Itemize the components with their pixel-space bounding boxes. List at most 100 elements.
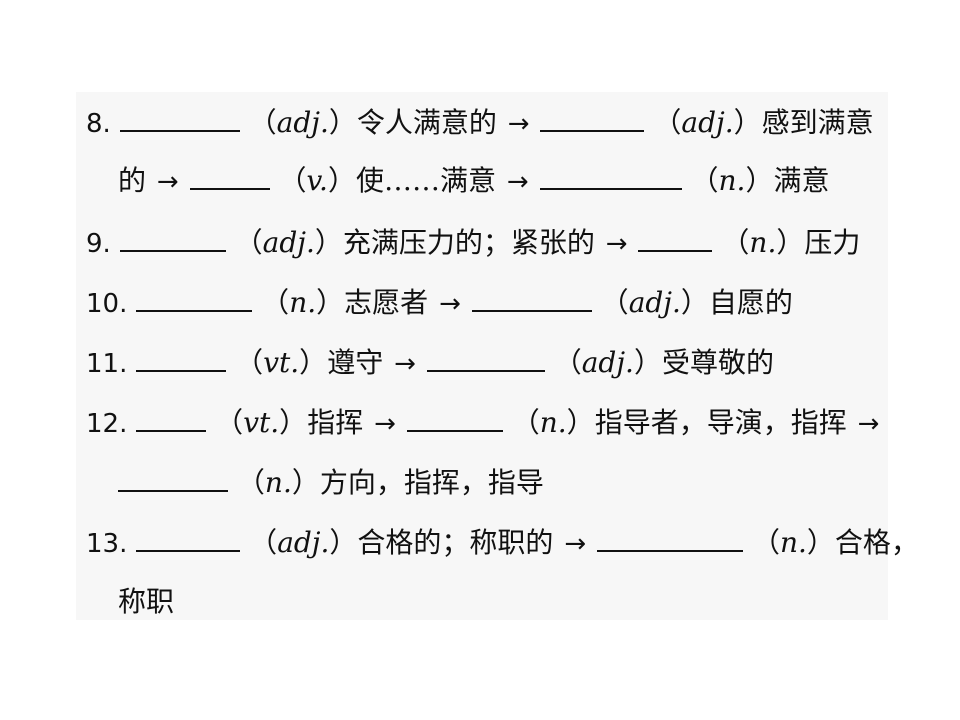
close-paren: ）: [680, 286, 709, 319]
part-of-speech: n.: [779, 526, 807, 559]
close-paren: ）: [566, 406, 595, 439]
meaning: 志愿者: [344, 286, 429, 319]
open-paren: （: [278, 164, 307, 197]
arrow-icon: →: [394, 349, 416, 379]
meaning: 受尊敬的: [661, 346, 774, 379]
answer-blank[interactable]: [406, 402, 503, 432]
item-9: 9. （adj.）充满压力的；紧张的 → （n.）压力: [86, 222, 860, 262]
open-paren: （: [234, 226, 263, 259]
meaning: 压力: [804, 226, 861, 259]
item-13-line-2: 称职: [118, 582, 174, 622]
answer-blank[interactable]: [638, 222, 713, 252]
item-12-line-2: （n.）方向，指挥，指导: [118, 462, 544, 502]
item-number: 11.: [86, 349, 128, 379]
answer-blank[interactable]: [119, 222, 226, 252]
part-of-speech: vt.: [263, 346, 300, 379]
open-paren: （: [511, 406, 540, 439]
part-of-speech: adj.: [581, 346, 634, 379]
close-paren: ）: [806, 526, 835, 559]
answer-blank[interactable]: [539, 160, 682, 190]
item-number: 8.: [86, 109, 111, 139]
meaning-fragment: 称职: [118, 585, 175, 618]
open-paren: （: [721, 226, 750, 259]
answer-blank[interactable]: [189, 160, 270, 190]
part-of-speech: n.: [264, 466, 292, 499]
item-8-line-1: 8. （adj.）令人满意的 → （adj.）感到满意: [86, 102, 874, 142]
answer-blank[interactable]: [136, 282, 253, 312]
answer-blank[interactable]: [136, 402, 207, 432]
meaning: 充满压力的；紧张的: [342, 226, 595, 259]
meaning: 指导者，导演，指挥: [594, 406, 847, 439]
item-11: 11. （vt.）遵守 → （adj.）受尊敬的: [86, 342, 774, 382]
meaning: 自愿的: [708, 286, 793, 319]
answer-blank[interactable]: [426, 342, 545, 372]
open-paren: （: [236, 466, 265, 499]
arrow-icon: →: [857, 409, 880, 439]
arrow-icon: →: [156, 167, 179, 197]
close-paren: ）: [776, 226, 805, 259]
part-of-speech: vt.: [243, 406, 280, 439]
close-paren: ）: [733, 106, 762, 139]
open-paren: （: [751, 526, 780, 559]
meaning: 感到满意: [761, 106, 874, 139]
meaning: 满意: [773, 164, 830, 197]
close-paren: ）: [633, 346, 662, 379]
answer-blank[interactable]: [136, 342, 227, 372]
open-paren: （: [215, 406, 244, 439]
open-paren: （: [248, 106, 277, 139]
close-paren: ）: [316, 286, 345, 319]
answer-blank[interactable]: [540, 102, 645, 132]
exercise-panel: [76, 92, 888, 620]
item-number: 12.: [86, 409, 128, 439]
arrow-icon: →: [605, 229, 628, 259]
part-of-speech: adj.: [277, 526, 330, 559]
item-number: 13.: [86, 529, 128, 559]
part-of-speech: n.: [749, 226, 777, 259]
close-paren: ）: [327, 164, 356, 197]
meaning: 令人满意的: [356, 106, 497, 139]
item-10: 10. （n.）志愿者 → （adj.）自愿的: [86, 282, 793, 322]
meaning: 遵守: [327, 346, 384, 379]
item-13-line-1: 13. （adj.）合格的；称职的 → （n.）合格，: [86, 522, 919, 562]
open-paren: （: [249, 526, 278, 559]
part-of-speech: v.: [306, 164, 328, 197]
answer-blank[interactable]: [597, 522, 744, 552]
arrow-icon: →: [507, 109, 530, 139]
close-paren: ）: [745, 164, 774, 197]
close-paren: ）: [328, 106, 357, 139]
meaning: 合格，: [834, 526, 919, 559]
open-paren: （: [690, 164, 719, 197]
open-paren: （: [261, 286, 290, 319]
open-paren: （: [600, 286, 629, 319]
part-of-speech: n.: [289, 286, 317, 319]
arrow-icon: →: [439, 289, 461, 319]
arrow-icon: →: [374, 409, 396, 439]
arrow-icon: →: [506, 167, 529, 197]
part-of-speech: adj.: [681, 106, 734, 139]
close-paren: ）: [314, 226, 343, 259]
close-paren: ）: [291, 466, 320, 499]
part-of-speech: adj.: [628, 286, 681, 319]
meaning: 指挥: [307, 406, 364, 439]
item-number: 10.: [86, 289, 128, 319]
close-paren: ）: [329, 526, 358, 559]
answer-blank[interactable]: [471, 282, 592, 312]
meaning: 方向，指挥，指导: [319, 466, 544, 499]
open-paren: （: [235, 346, 264, 379]
close-paren: ）: [299, 346, 328, 379]
item-8-line-2: 的 → （v.）使……满意 → （n.）满意: [118, 160, 829, 200]
part-of-speech: adj.: [262, 226, 315, 259]
meaning: 使……满意: [355, 164, 496, 197]
answer-blank[interactable]: [118, 462, 228, 492]
item-12-line-1: 12. （vt.）指挥 → （n.）指导者，导演，指挥 →: [86, 402, 881, 442]
arrow-icon: →: [564, 529, 587, 559]
meaning-fragment: 的: [118, 164, 147, 197]
item-number: 9.: [86, 229, 111, 259]
answer-blank[interactable]: [119, 102, 240, 132]
meaning: 合格的；称职的: [357, 526, 554, 559]
answer-blank[interactable]: [136, 522, 241, 552]
part-of-speech: n.: [539, 406, 567, 439]
part-of-speech: adj.: [276, 106, 329, 139]
open-paren: （: [653, 106, 682, 139]
part-of-speech: n.: [718, 164, 746, 197]
